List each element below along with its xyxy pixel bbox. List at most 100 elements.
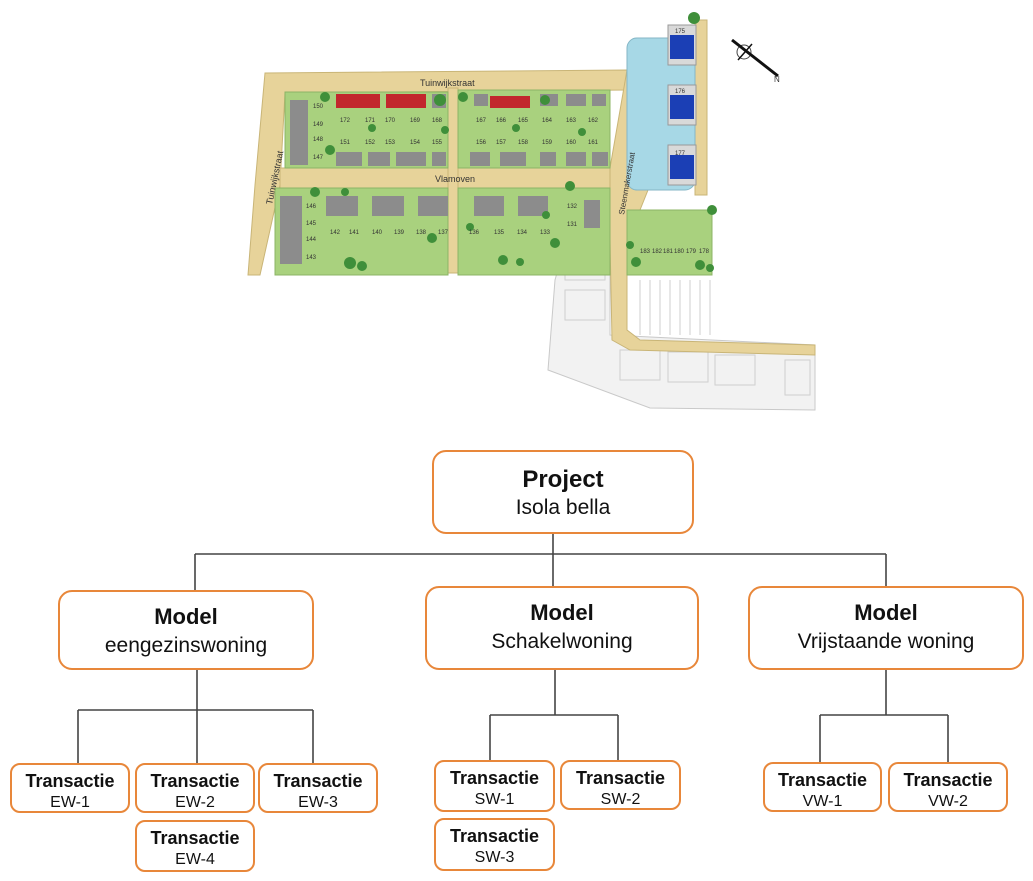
lot-number-label: 154 xyxy=(410,140,421,146)
lot-number-label: 172 xyxy=(340,118,351,124)
lot-number-label: 134 xyxy=(517,230,528,236)
lot-number-label: 150 xyxy=(313,104,324,110)
transaction-code: SW-3 xyxy=(474,849,515,866)
lot-number-label: 137 xyxy=(438,230,449,236)
water-area xyxy=(626,24,697,191)
lot-number-label: 152 xyxy=(365,140,376,146)
lot-number-label: 160 xyxy=(566,140,577,146)
street-label-tuinwijkstraat-north: Tuinwijkstraat xyxy=(420,78,475,88)
lot-number-label: 171 xyxy=(365,118,376,124)
lot-number-label: 179 xyxy=(686,249,697,255)
lot-number-label: 133 xyxy=(540,230,551,236)
lot-number-label: 181 xyxy=(663,249,674,255)
compass-label: N xyxy=(774,75,780,84)
lot-number-label: 139 xyxy=(394,230,405,236)
lot-number-label: 175 xyxy=(675,29,686,35)
transaction-ew-3: Transactie EW-3 xyxy=(258,763,378,813)
lot-number-label: 136 xyxy=(469,230,480,236)
lot-number-label: 168 xyxy=(432,118,443,124)
transaction-ew-1: Transactie EW-1 xyxy=(10,763,130,813)
transaction-code: SW-1 xyxy=(474,791,515,808)
lot-number-label: 149 xyxy=(313,122,324,128)
transaction-code: EW-4 xyxy=(175,851,215,868)
transaction-title: Transactie xyxy=(449,826,540,846)
transaction-title: Transactie xyxy=(449,768,540,788)
north-block xyxy=(284,89,611,169)
transaction-ew-4: Transactie EW-4 xyxy=(135,820,255,872)
lot-number-label: 155 xyxy=(432,140,443,146)
lot-number-label: 164 xyxy=(542,118,553,124)
model-title: Model xyxy=(530,600,594,625)
lot-number-label: 142 xyxy=(330,230,341,236)
model-node-schakelwoning: Model Schakelwoning xyxy=(425,586,699,670)
model-title: Model xyxy=(854,600,918,625)
transaction-sw-3: Transactie SW-3 xyxy=(434,818,555,871)
transaction-code: EW-3 xyxy=(298,794,338,811)
transaction-title: Transactie xyxy=(903,770,993,790)
model-node-eengezinswoning: Model eengezinswoning xyxy=(58,590,314,670)
lot-number-label: 169 xyxy=(410,118,421,124)
transaction-title: Transactie xyxy=(150,771,240,791)
lot-number-label: 177 xyxy=(675,151,686,157)
transaction-ew-2: Transactie EW-2 xyxy=(135,763,255,813)
lot-number-label: 138 xyxy=(416,230,427,236)
transaction-code: SW-2 xyxy=(600,791,641,808)
lot-number-label: 157 xyxy=(496,140,507,146)
lot-number-label: 170 xyxy=(385,118,396,124)
model-name: eengezinswoning xyxy=(104,634,268,657)
transaction-vw-1: Transactie VW-1 xyxy=(763,762,882,812)
lot-number-label: 159 xyxy=(542,140,553,146)
street-label-vlamoven: Vlamoven xyxy=(435,174,475,184)
lot-number-label: 140 xyxy=(372,230,383,236)
transaction-title: Transactie xyxy=(777,770,868,790)
south-block xyxy=(274,187,713,276)
project-name: Isola bella xyxy=(515,496,611,519)
lot-number-label: 163 xyxy=(566,118,577,124)
lot-number-label: 131 xyxy=(567,222,578,228)
transaction-code: EW-2 xyxy=(175,794,215,811)
transaction-title: Transactie xyxy=(25,771,115,791)
trees xyxy=(310,12,717,272)
transaction-sw-2: Transactie SW-2 xyxy=(560,760,681,810)
transaction-code: VW-2 xyxy=(928,793,968,810)
lot-number-label: 132 xyxy=(567,204,578,210)
lot-number-label: 156 xyxy=(476,140,487,146)
lot-number-label: 141 xyxy=(349,230,360,236)
lot-number-label: 135 xyxy=(494,230,505,236)
project-title: Project xyxy=(522,466,604,493)
site-plan-map: N Tuinwijkstraat Tuinwijkstraat Vlamoven… xyxy=(247,12,816,411)
lot-number-label: 148 xyxy=(313,137,324,143)
lot-number-label: 147 xyxy=(313,155,324,161)
lot-number-label: 146 xyxy=(306,204,317,210)
model-name: Vrijstaande woning xyxy=(797,630,975,653)
model-title: Model xyxy=(154,604,218,629)
model-name: Schakelwoning xyxy=(491,630,633,653)
model-node-vrijstaande-woning: Model Vrijstaande woning xyxy=(748,586,1024,670)
transaction-code: VW-1 xyxy=(802,793,843,810)
project-node: Project Isola bella xyxy=(432,450,694,534)
transaction-sw-1: Transactie SW-1 xyxy=(434,760,555,812)
lot-number-label: 161 xyxy=(588,140,599,146)
lot-number-label: 144 xyxy=(306,237,317,243)
transaction-title: Transactie xyxy=(150,828,240,848)
transaction-title: Transactie xyxy=(273,771,363,791)
lot-number-label: 153 xyxy=(385,140,396,146)
lot-number-label: 176 xyxy=(675,89,686,95)
lot-number-label: 158 xyxy=(518,140,529,146)
lot-number-label: 183 xyxy=(640,249,651,255)
lot-number-label: 166 xyxy=(496,118,507,124)
lot-number-label: 180 xyxy=(674,249,685,255)
lot-number-label: 162 xyxy=(588,118,599,124)
lot-number-label: 151 xyxy=(340,140,351,146)
transaction-title: Transactie xyxy=(575,768,666,788)
lot-number-label: 182 xyxy=(652,249,663,255)
transaction-code: EW-1 xyxy=(50,794,90,811)
lot-number-label: 145 xyxy=(306,221,317,227)
lot-number-label: 143 xyxy=(306,255,317,261)
transaction-vw-2: Transactie VW-2 xyxy=(888,762,1008,812)
lot-number-label: 165 xyxy=(518,118,529,124)
compass-icon: N xyxy=(731,38,780,84)
lot-number-label: 167 xyxy=(476,118,487,124)
lot-number-labels: 172 171 170 169 168 167 166 165 164 163 162 151 152 1… xyxy=(306,29,710,261)
